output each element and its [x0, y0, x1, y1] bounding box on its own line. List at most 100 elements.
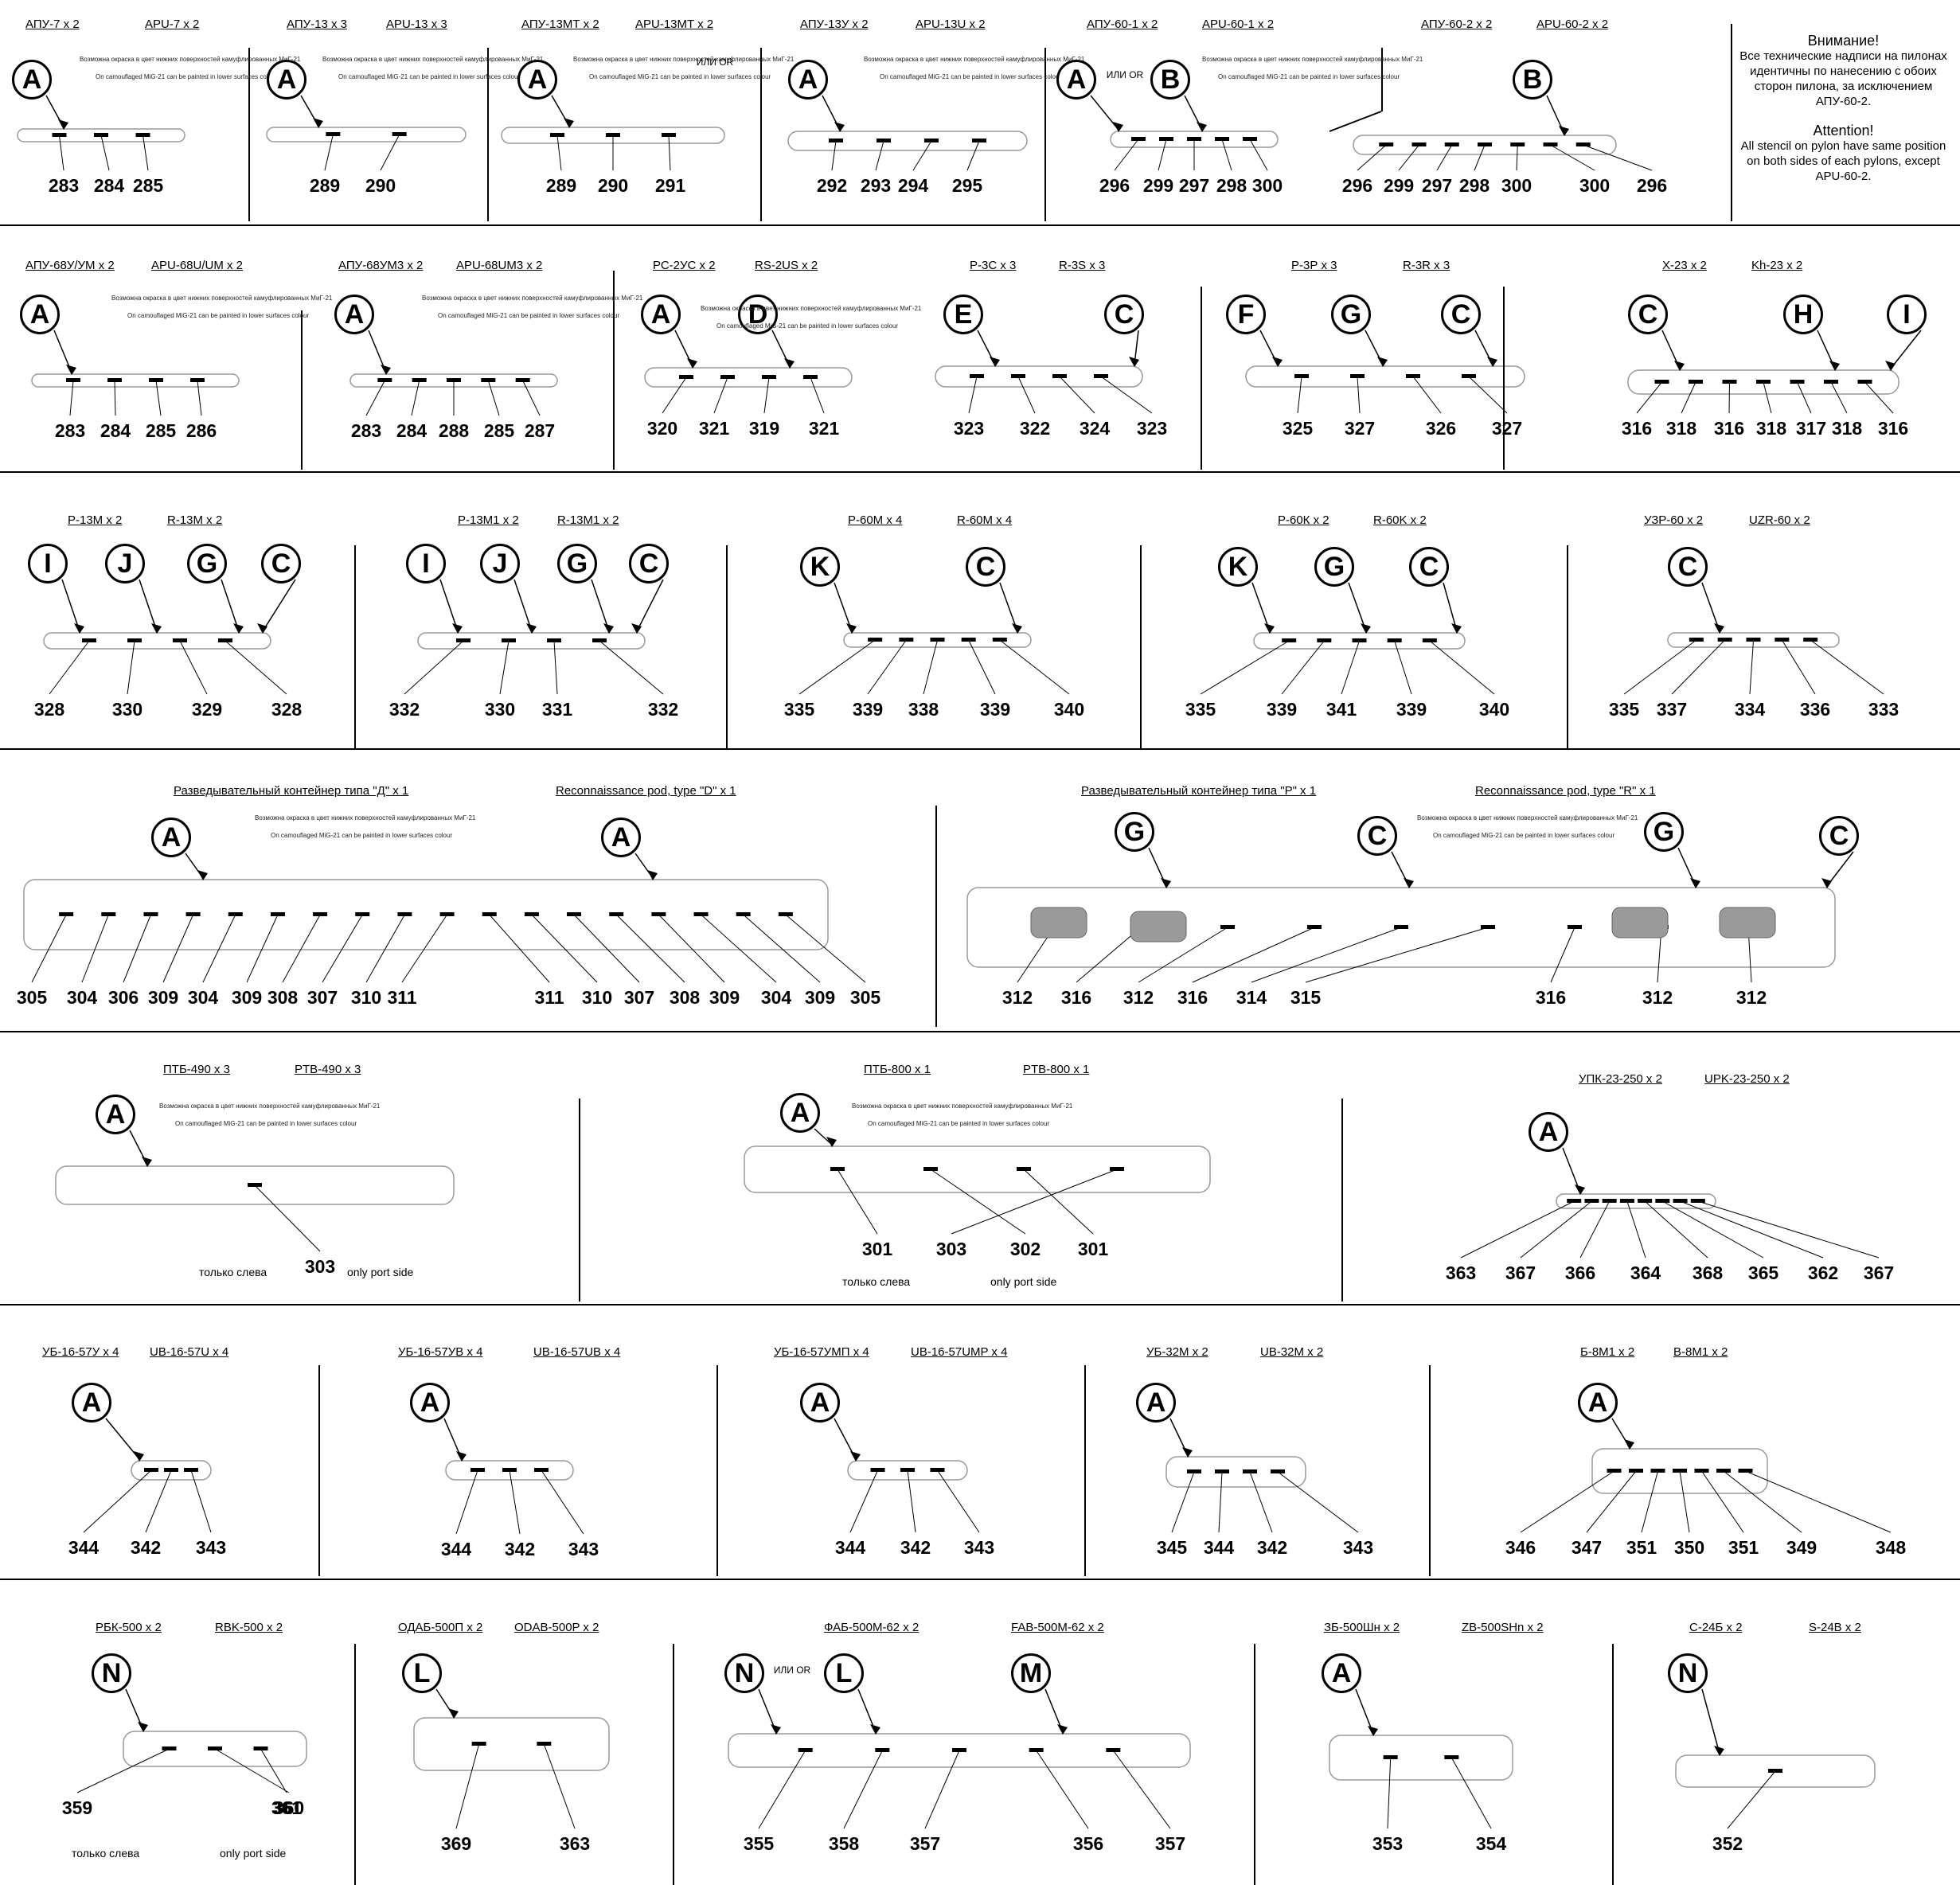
- stencil-mark: [550, 133, 564, 137]
- callout-leader: [758, 1750, 806, 1829]
- arrow-head: [448, 1708, 459, 1719]
- callout-number: 284: [396, 420, 428, 441]
- stencil-mark: [355, 912, 370, 916]
- marker-g: G: [1644, 812, 1684, 852]
- marker-c: C: [1357, 816, 1397, 856]
- item-outline: [445, 1460, 574, 1481]
- marker-b: B: [1513, 60, 1552, 100]
- stencil-mark: [470, 1468, 485, 1472]
- callout-leader: [1158, 139, 1167, 171]
- title-ru: АПУ-68У/УМ x 2: [25, 259, 115, 272]
- callout-number: 344: [1203, 1537, 1235, 1558]
- column-separator: [579, 1099, 580, 1302]
- callout-leader: [966, 140, 980, 171]
- marker-a: A: [1056, 60, 1096, 100]
- stencil-mark: [1411, 142, 1427, 146]
- callout-leader: [1357, 144, 1387, 171]
- callout-number: 285: [132, 175, 164, 196]
- column-separator: [1044, 48, 1046, 221]
- arrow-head: [1272, 357, 1283, 367]
- stencil-mark: [253, 1746, 268, 1750]
- marker-a: A: [780, 1093, 820, 1133]
- callout-number: 295: [951, 175, 983, 196]
- stencil-mark: [1575, 142, 1591, 146]
- marker-a: A: [12, 60, 52, 100]
- title-ru: АПУ-68УМ3 x 2: [338, 259, 424, 272]
- marker-m: M: [1011, 1653, 1051, 1693]
- callout-leader: [658, 914, 725, 983]
- callout-number: 335: [1185, 699, 1216, 720]
- stencil-mark: [1790, 380, 1805, 384]
- marker-f: F: [1226, 295, 1266, 334]
- marker-leader: [1826, 851, 1854, 887]
- only-port-en: only port side: [220, 1847, 287, 1860]
- callout-number: 304: [760, 987, 792, 1008]
- callout-leader: [202, 914, 236, 983]
- row-separator: [0, 224, 1960, 226]
- arrow-head: [1575, 1184, 1585, 1195]
- callout-leader: [179, 640, 208, 695]
- callout-number: 350: [1673, 1537, 1705, 1558]
- stencil-mark: [1738, 1469, 1753, 1473]
- paint-note-ru: Возможна окраска в цвет нижних поверхнос…: [80, 56, 301, 63]
- paint-note-en: On camouflaged MiG-21 can be painted in …: [338, 73, 521, 80]
- callout-number: 364: [1630, 1263, 1661, 1283]
- callout-number: 318: [1665, 418, 1697, 439]
- callout-leader: [713, 377, 728, 414]
- callout-number: 289: [545, 175, 577, 196]
- title-ru: Разведывательный контейнер типа "Д" x 1: [174, 784, 409, 798]
- callout-number: 285: [483, 420, 515, 441]
- stencil-mark: [1131, 137, 1146, 141]
- callout-number: 356: [1072, 1833, 1104, 1854]
- marker-a: A: [1322, 1653, 1361, 1693]
- arrow-head: [647, 870, 658, 880]
- item-outline: [1353, 135, 1617, 155]
- marker-l: L: [824, 1653, 864, 1693]
- callout-number: 352: [1712, 1833, 1743, 1854]
- title-en: Kh-23 x 2: [1751, 259, 1803, 272]
- title-ru: АПУ-13 x 3: [287, 18, 348, 31]
- callout-number: 316: [1713, 418, 1745, 439]
- callout-number: 290: [365, 175, 396, 196]
- title-en: PTB-800 x 1: [1023, 1063, 1090, 1076]
- stencil-mark: [930, 1468, 945, 1472]
- callout-leader: [1864, 381, 1894, 414]
- callout-leader: [849, 1469, 878, 1533]
- title-en: RS-2US x 2: [755, 259, 818, 272]
- callout-leader: [924, 1750, 960, 1829]
- callout-number: 326: [1425, 418, 1457, 439]
- callout-number: 340: [1478, 699, 1510, 720]
- marker-k: K: [1218, 547, 1258, 587]
- callout-number: 316: [1177, 987, 1208, 1008]
- item-outline: [23, 879, 829, 950]
- marker-j: J: [105, 544, 145, 583]
- callout-number: 363: [1445, 1263, 1477, 1283]
- callout-number: 283: [54, 420, 86, 441]
- arrow-head: [826, 1137, 837, 1147]
- stencil-mark: [149, 378, 163, 382]
- row-separator: [0, 1304, 1960, 1305]
- callout-leader: [246, 914, 279, 983]
- callout-number: 294: [897, 175, 929, 196]
- arrow-head: [870, 1724, 880, 1735]
- callout-leader: [1671, 639, 1726, 695]
- stencil-mark: [547, 638, 561, 642]
- column-separator: [248, 48, 250, 221]
- callout-leader: [123, 914, 151, 983]
- callout-leader: [875, 140, 884, 171]
- item-outline: [744, 1145, 1211, 1193]
- marker-i: I: [406, 544, 446, 583]
- callout-number: 306: [107, 987, 139, 1008]
- title-en: R-3R x 3: [1403, 259, 1450, 272]
- stencil-mark: [1352, 638, 1367, 642]
- row-separator: [0, 1579, 1960, 1580]
- marker-a: A: [151, 818, 191, 857]
- arrow-head: [1161, 878, 1171, 888]
- column-separator: [1140, 545, 1142, 748]
- callout-leader: [100, 135, 110, 171]
- arrow-head: [687, 358, 697, 369]
- callout-leader: [162, 914, 194, 983]
- marker-g: G: [557, 544, 597, 583]
- marker-leader: [1355, 1688, 1374, 1735]
- callout-leader: [1059, 376, 1095, 414]
